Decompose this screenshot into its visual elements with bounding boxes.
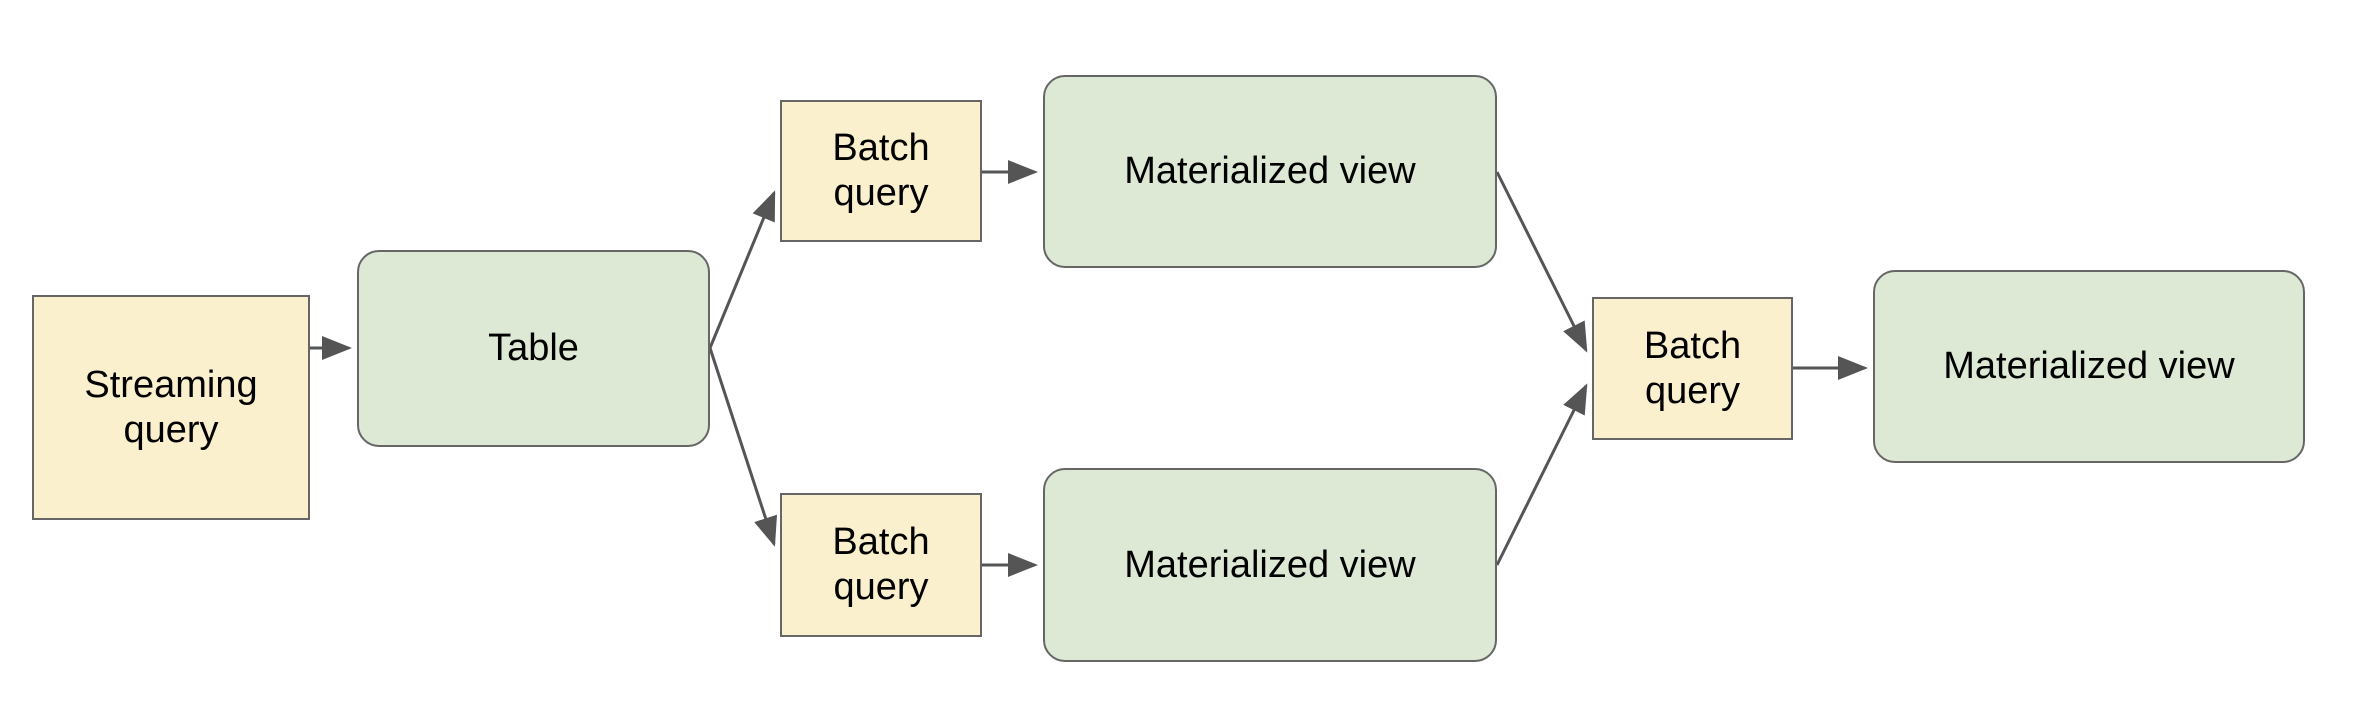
node-label-materialized-view-final: Materialized view xyxy=(1943,345,2235,388)
node-label-materialized-view-bottom: Materialized view xyxy=(1124,543,1416,586)
node-batch-query-top[interactable]: Batch query xyxy=(780,100,982,242)
node-materialized-view-final[interactable]: Materialized view xyxy=(1873,270,2305,463)
node-label-batch-query-bottom: Batch query xyxy=(832,521,930,608)
node-label-batch-query-top: Batch query xyxy=(832,127,930,214)
node-label-streaming-query: Streaming query xyxy=(84,363,258,451)
node-streaming-query[interactable]: Streaming query xyxy=(32,295,310,520)
node-label-batch-query-join: Batch query xyxy=(1643,324,1742,412)
node-materialized-view-bottom[interactable]: Materialized view xyxy=(1043,468,1497,662)
node-batch-query-bottom[interactable]: Batch query xyxy=(780,493,982,637)
edge-materialized-view-top-to-batch-query-join xyxy=(1495,171,1588,353)
edge-table-to-batch-query-bottom xyxy=(708,347,778,547)
node-table[interactable]: Table xyxy=(357,250,710,447)
node-label-materialized-view-top: Materialized view xyxy=(1124,150,1416,193)
node-batch-query-join[interactable]: Batch query xyxy=(1592,297,1793,440)
node-label-table: Table xyxy=(488,327,579,370)
node-materialized-view-top[interactable]: Materialized view xyxy=(1043,75,1497,268)
edge-materialized-view-bottom-to-batch-query-join xyxy=(1495,383,1588,566)
edge-table-to-batch-query-top xyxy=(708,190,776,349)
